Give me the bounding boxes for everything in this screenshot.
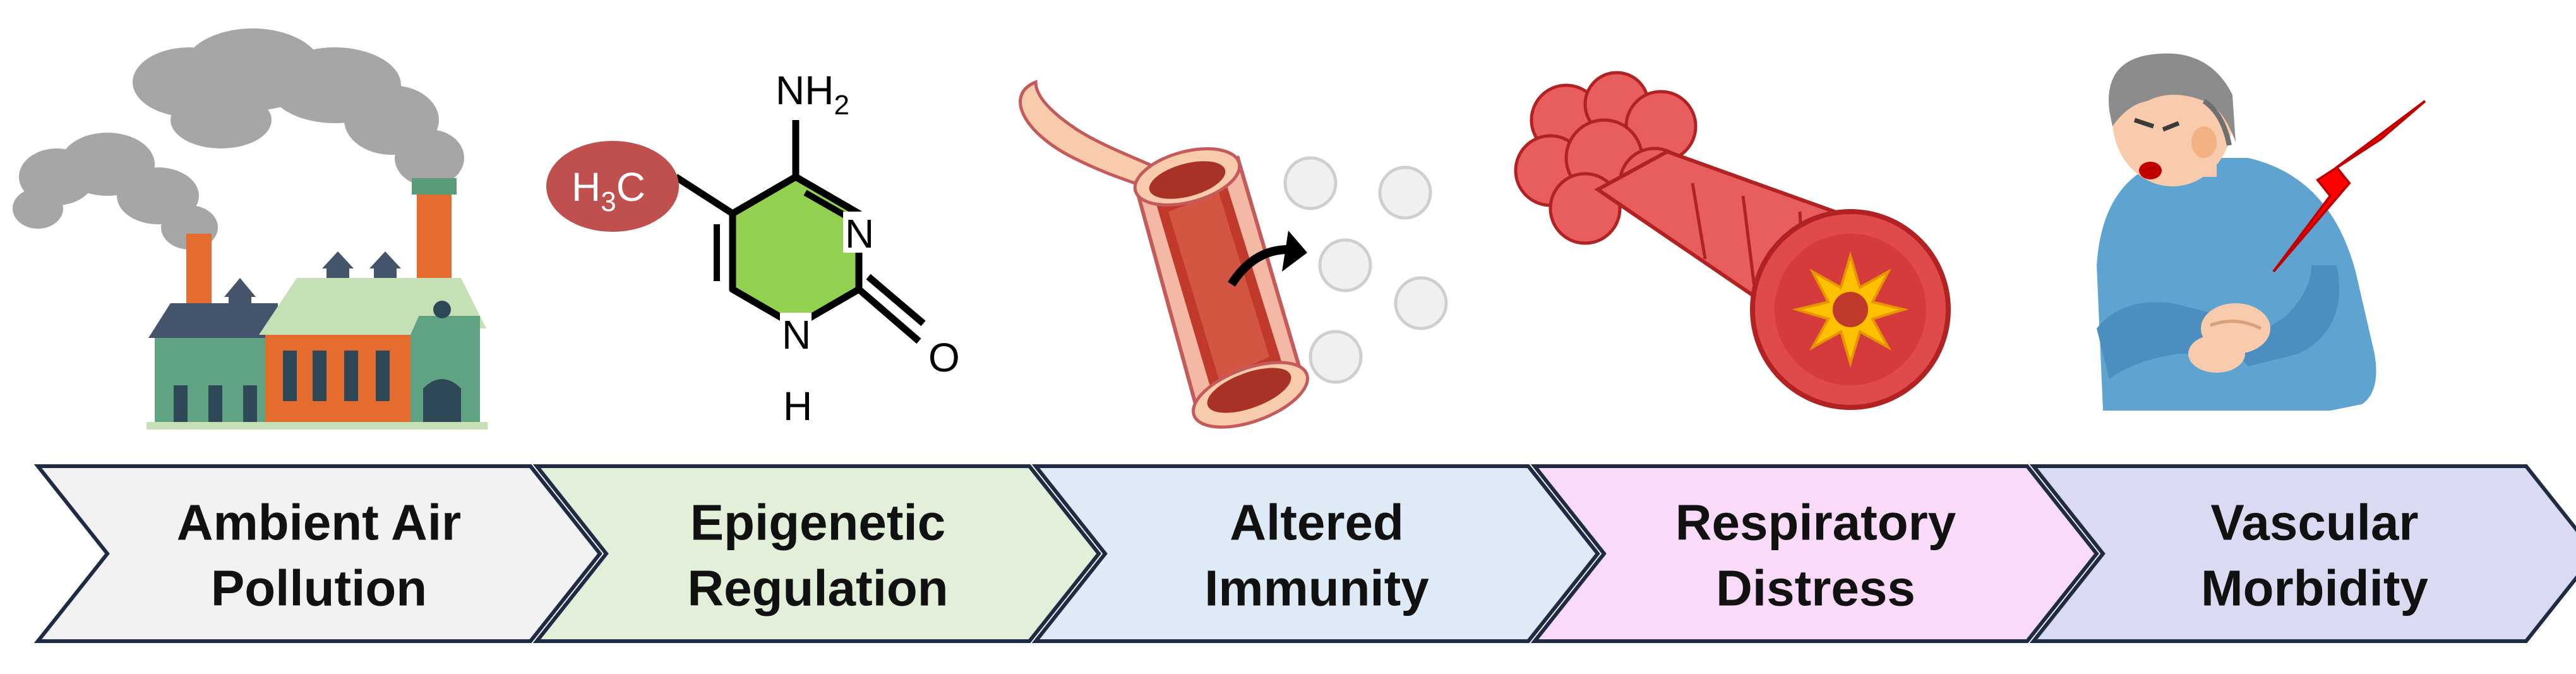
methyl-label: H3C [572,164,645,217]
step-label-line1: Respiratory [1675,495,1956,551]
pain-bolt-icon [2272,100,2426,273]
blood-vessel-icon [1019,80,1448,429]
ring-hydrogen-label: H [783,383,812,429]
process-steps: Ambient AirPollutionEpigeneticRegulation… [33,464,2576,643]
ring-nitrogen-label: N [845,211,874,256]
airway-icon [1514,71,1951,410]
step-label-line2: Morbidity [2201,560,2428,617]
step-label-line2: Regulation [687,560,948,617]
step-label-line1: Altered [1230,495,1404,551]
step-chevron [33,464,602,643]
methylcytosine-molecule-icon: H3C NH2 N N H O [546,68,960,429]
chest-pain-person-icon [2097,53,2426,411]
step-chevron [2029,464,2576,643]
step-label-line1: Epigenetic [690,495,946,551]
smoke-icon [13,28,464,250]
arrow-icon [1282,231,1307,272]
step-label-line2: Distress [1716,560,1915,617]
step-chevron [1530,464,2099,643]
step-chevron [1031,464,1600,643]
amine-label: NH2 [776,68,849,121]
step-label-line1: Ambient Air [177,495,461,551]
ring-nh-label: N [782,312,811,358]
factory-icon [13,28,488,430]
step-label-line1: Vascular [2210,495,2418,551]
oxygen-label: O [928,335,960,380]
step-label-line2: Pollution [211,560,427,617]
immune-cell-icon [1283,156,1448,384]
step-label-line2: Immunity [1204,560,1429,617]
step-chevron [532,464,1101,643]
methyl-group [546,141,679,232]
pyrimidine-ring [729,173,863,330]
